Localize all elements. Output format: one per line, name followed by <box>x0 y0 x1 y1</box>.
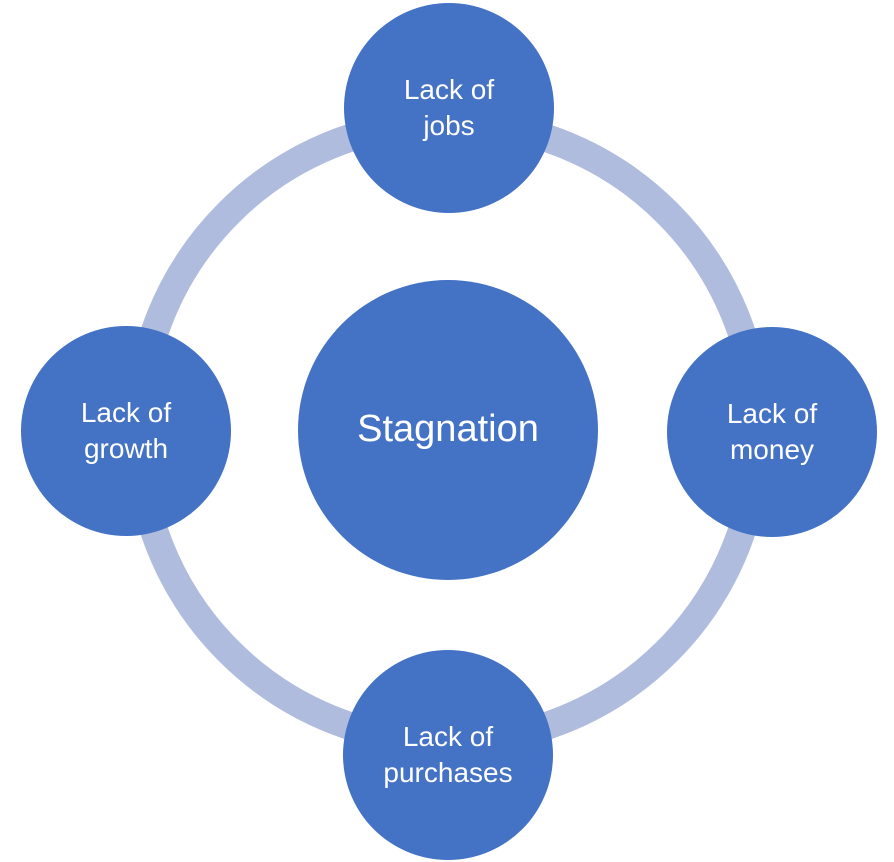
cycle-node-growth-label: Lack of growth <box>80 396 172 464</box>
cycle-node-jobs: Lack of jobs <box>344 3 554 213</box>
cycle-node-growth: Lack of growth <box>21 326 231 536</box>
cycle-node-money: Lack of money <box>667 327 877 537</box>
cycle-node-purchases: Lack of purchases <box>343 650 553 860</box>
cycle-node-purchases-label: Lack of purchases <box>383 720 513 788</box>
cycle-node-money-label: Lack of money <box>726 397 818 465</box>
cycle-node-jobs-label: Lack of jobs <box>403 73 495 141</box>
center-node-stagnation: Stagnation <box>298 280 598 580</box>
center-node-label: Stagnation <box>357 408 539 451</box>
